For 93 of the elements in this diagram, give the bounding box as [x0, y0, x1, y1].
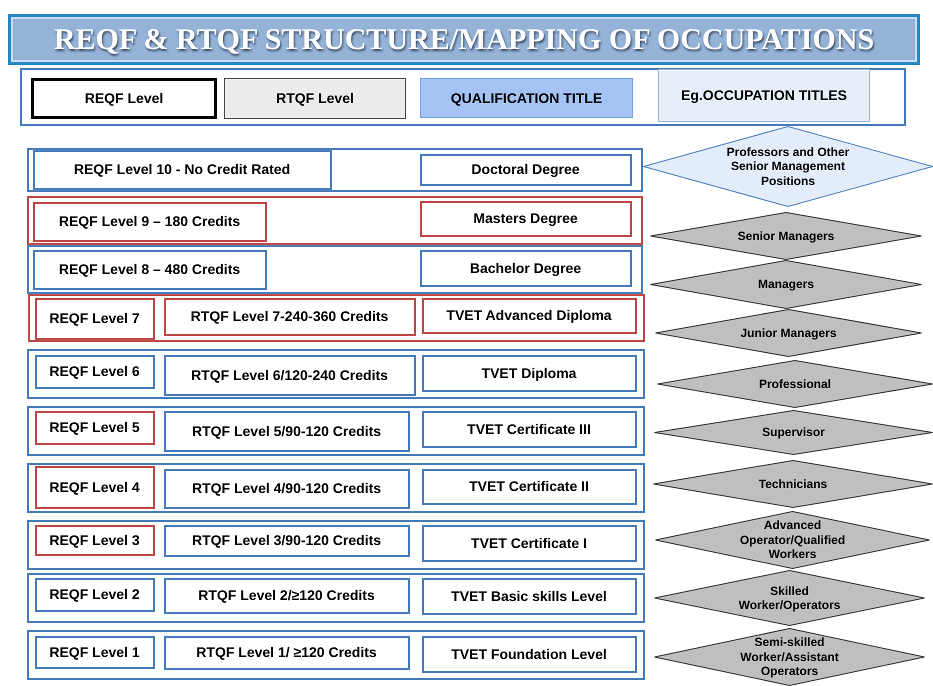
- occupation-diamond: [655, 511, 930, 569]
- column-heading-text: QUALIFICATION TITLE: [450, 90, 602, 106]
- entry-box: [32, 250, 266, 290]
- column-heading-box: [658, 69, 870, 122]
- entry-box: [164, 410, 410, 452]
- entry-box: [34, 524, 154, 556]
- entry-text: REQF Level 9 – 180 Credits: [58, 213, 240, 230]
- level-row: [27, 573, 645, 623]
- level-row: [27, 520, 645, 570]
- entry-box: [420, 154, 632, 186]
- entry-box: [422, 578, 636, 614]
- column-heading-text: Eg.OCCUPATION TITLES: [681, 87, 847, 104]
- entry-text: Bachelor Degree: [470, 260, 582, 276]
- entry-text: REQF Level 7: [49, 310, 140, 327]
- occupation-diamond: [654, 410, 933, 455]
- header-panel: [20, 68, 906, 126]
- entry-text: REQF Level 8 – 480 Credits: [58, 261, 240, 278]
- entry-text: RTQF Level 3/90-120 Credits: [192, 532, 382, 549]
- entry-text: REQF Level 4: [49, 478, 140, 496]
- entry-box: [34, 636, 154, 668]
- occupation-text: Junior Managers: [740, 326, 837, 340]
- occupation-diamond: [654, 570, 925, 626]
- entry-text: RTQF Level 4/90-120 Credits: [192, 480, 382, 497]
- occupation-diamond: [650, 212, 922, 260]
- occupation-text: Technicians: [758, 476, 828, 492]
- entry-box: [34, 578, 154, 612]
- column-heading-box: [224, 78, 406, 119]
- occupation-diamond: [653, 460, 933, 508]
- entry-box: [422, 524, 636, 562]
- entry-text: REQF Level 5: [49, 419, 140, 436]
- entry-text: REQF Level 1: [49, 644, 140, 660]
- entry-box: [422, 354, 636, 392]
- level-row: [27, 463, 645, 513]
- occupation-text: Professors and Other Senior Management Positions: [726, 144, 850, 188]
- entry-box: [164, 636, 410, 670]
- entry-text: REQF Level 3: [49, 532, 140, 548]
- entry-text: REQF Level 10 - No Credit Rated: [74, 161, 290, 178]
- occupation-text: Semi-skilled Worker/Assistant Operators: [739, 635, 840, 679]
- entry-text: RTQF Level 2/≥120 Credits: [198, 587, 375, 604]
- level-row: [27, 196, 643, 245]
- entry-text: TVET Certificate I: [471, 534, 587, 552]
- entry-box: [164, 468, 410, 508]
- entry-box: [32, 150, 332, 190]
- entry-box: [422, 636, 636, 672]
- entry-text: TVET Certificate III: [467, 420, 591, 438]
- entry-text: TVET Basic skills Level: [451, 588, 607, 604]
- entry-text: RTQF Level 1/ ≥120 Credits: [196, 644, 377, 661]
- level-row: [27, 245, 643, 294]
- occupation-diamond: [655, 309, 922, 357]
- level-row: [27, 349, 645, 399]
- entry-text: Masters Degree: [473, 210, 578, 227]
- level-row: [27, 630, 645, 680]
- entry-box: [420, 250, 632, 286]
- entry-text: TVET Certificate II: [469, 478, 589, 495]
- occupation-diamond: [657, 360, 933, 408]
- level-row: [28, 294, 645, 342]
- entry-box: [164, 298, 416, 336]
- title-text: REQF & RTQF STRUCTURE/MAPPING OF OCCUPATIONS: [54, 22, 874, 56]
- column-heading-text: REQF Level: [84, 90, 164, 107]
- entry-text: RTQF Level 5/90-120 Credits: [192, 422, 382, 440]
- level-row: [27, 148, 643, 192]
- entry-text: TVET Diploma: [482, 364, 576, 382]
- occupation-text: Supervisor: [762, 425, 825, 440]
- entry-text: Doctoral Degree: [471, 161, 580, 178]
- entry-box: [422, 468, 636, 504]
- occupation-diamond: [650, 260, 922, 309]
- entry-text: RTQF Level 6/120-240 Credits: [191, 366, 388, 384]
- entry-box: [34, 298, 154, 340]
- entry-box: [32, 202, 266, 242]
- column-heading-text: RTQF Level: [276, 90, 354, 107]
- entry-box: [164, 354, 416, 396]
- occupation-text: Professional: [758, 376, 832, 392]
- occupation-diamond: [654, 628, 925, 686]
- entry-box: [420, 200, 632, 236]
- entry-box: [164, 578, 410, 614]
- level-row: [27, 406, 645, 456]
- entry-text: REQF Level 2: [49, 586, 140, 603]
- occupation-text: Senior Managers: [738, 228, 834, 244]
- column-heading-box: [31, 78, 217, 119]
- entry-box: [164, 524, 410, 556]
- occupation-text: Managers: [758, 277, 814, 292]
- entry-text: TVET Advanced Diploma: [446, 307, 612, 324]
- entry-box: [34, 466, 154, 508]
- occupation-text: Advanced Operator/Qualified Workers: [738, 518, 846, 562]
- entry-box: [422, 410, 636, 448]
- entry-box: [422, 298, 636, 334]
- entry-text: TVET Foundation Level: [451, 646, 607, 662]
- entry-text: RTQF Level 7-240-360 Credits: [190, 308, 388, 325]
- occupation-text: Skilled Worker/Operators: [738, 584, 842, 612]
- entry-text: REQF Level 6: [49, 363, 140, 380]
- entry-box: [34, 410, 154, 444]
- entry-box: [34, 354, 154, 388]
- column-heading-box: [420, 78, 633, 118]
